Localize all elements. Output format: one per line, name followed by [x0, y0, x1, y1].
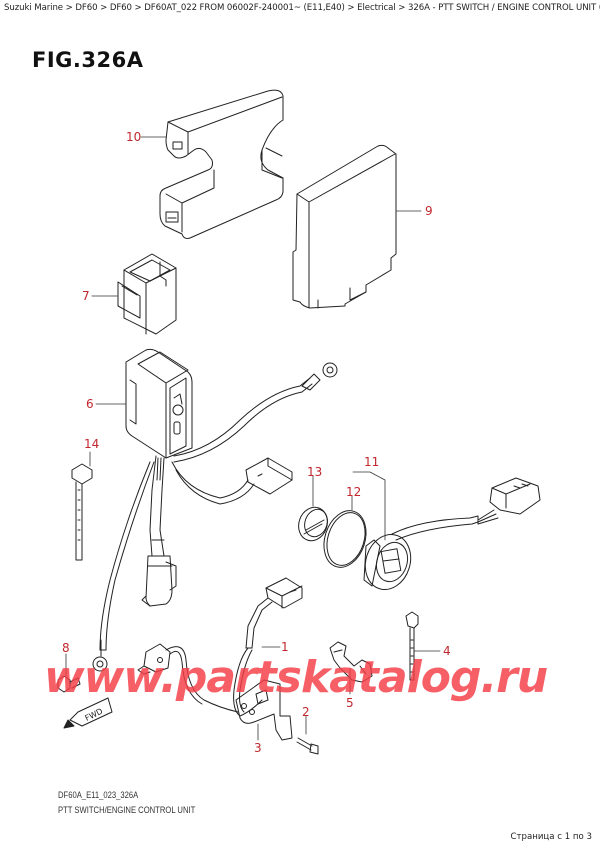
callout-8[interactable]: 8 — [62, 641, 70, 655]
part-13-switch-nut[interactable] — [294, 503, 332, 545]
breadcrumb[interactable]: Suzuki Marine > DF60 > DF60 > DF60AT_022… — [4, 3, 600, 13]
part-14-cable-tie[interactable] — [72, 464, 92, 560]
callout-14[interactable]: 14 — [84, 437, 100, 451]
callout-7[interactable]: 7 — [82, 289, 90, 303]
callout-12[interactable]: 12 — [346, 485, 362, 499]
part-3-bracket[interactable] — [236, 680, 292, 740]
part-5-clamp[interactable] — [330, 642, 372, 682]
figure-title: FIG.326A — [32, 48, 144, 72]
part-1-harness[interactable] — [138, 578, 302, 716]
callout-2[interactable]: 2 — [302, 705, 310, 719]
callout-3[interactable]: 3 — [254, 741, 262, 755]
callout-13[interactable]: 13 — [307, 465, 323, 479]
callout-1[interactable]: 1 — [281, 640, 289, 654]
part-11-ptt-switch[interactable] — [358, 478, 540, 595]
callout-6[interactable]: 6 — [86, 397, 94, 411]
callout-10[interactable]: 10 — [126, 130, 142, 144]
callout-11[interactable]: 11 — [364, 455, 380, 469]
callout-9[interactable]: 9 — [425, 204, 433, 218]
part-6-relay-unit[interactable] — [93, 349, 337, 671]
page-indicator: Страница с 1 по 3 — [510, 832, 592, 842]
part-8-ground-bolt[interactable] — [58, 676, 80, 692]
callout-4[interactable]: 4 — [443, 644, 451, 658]
part-12-o-ring[interactable] — [317, 505, 373, 573]
figure-code: DF60A_E11_023_326A — [58, 790, 139, 800]
part-7-relay-cover[interactable] — [118, 254, 176, 334]
fwd-arrow-icon — [64, 698, 112, 728]
callout-5[interactable]: 5 — [346, 696, 354, 710]
part-9-ecu[interactable] — [293, 145, 396, 308]
part-10-ecu-cover[interactable] — [160, 90, 283, 238]
figure-description: PTT SWITCH/ENGINE CONTROL UNIT — [58, 805, 196, 815]
part-4-cable-tie[interactable] — [406, 612, 418, 680]
part-2-bolt[interactable] — [297, 738, 318, 754]
leader-lines — [66, 137, 440, 740]
